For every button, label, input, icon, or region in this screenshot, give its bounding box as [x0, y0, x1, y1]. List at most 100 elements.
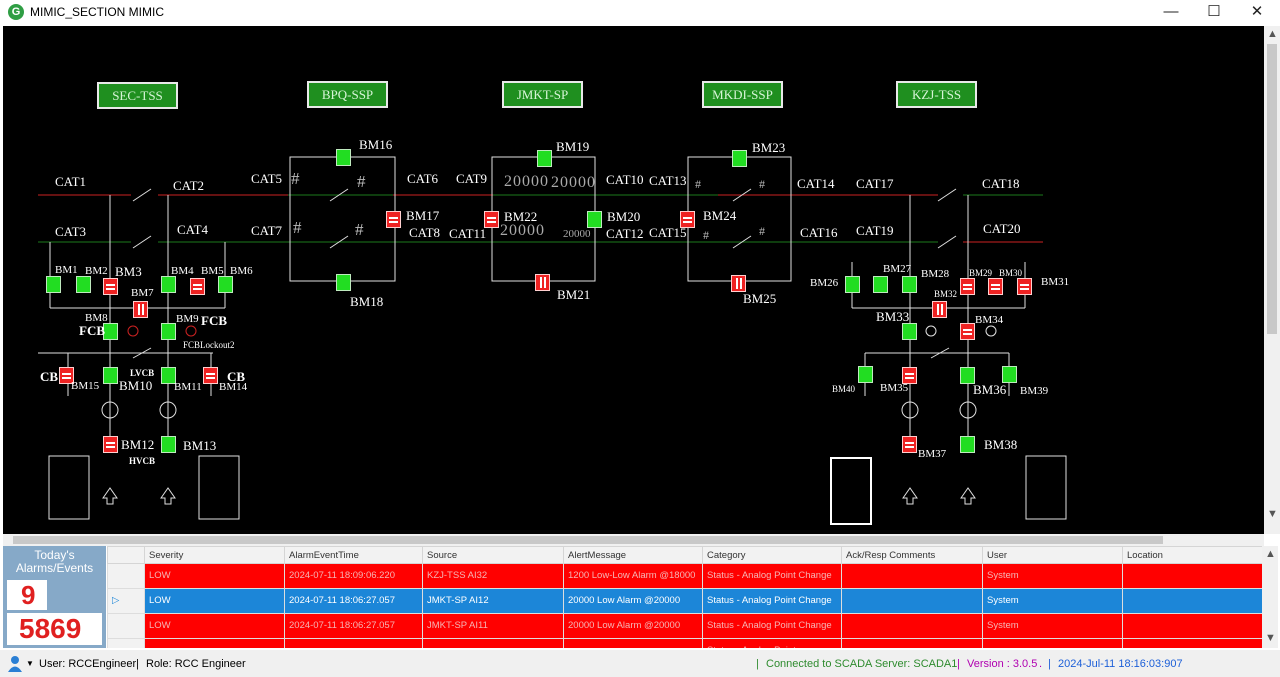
- column-header-ack[interactable]: Ack/Resp Comments: [841, 546, 983, 564]
- bm14-switch[interactable]: [203, 367, 218, 384]
- row-marker[interactable]: [107, 638, 145, 648]
- bm30-label: BM30: [999, 268, 1023, 278]
- location-cell: [1122, 638, 1262, 648]
- bm24-switch[interactable]: [680, 211, 695, 228]
- ack-cell[interactable]: [841, 638, 983, 648]
- alarm-count[interactable]: 9: [7, 580, 47, 610]
- bm19-switch[interactable]: [537, 150, 552, 167]
- bm34-switch[interactable]: [960, 323, 975, 340]
- column-header-source[interactable]: Source: [422, 546, 564, 564]
- user-cell: System: [982, 588, 1123, 614]
- column-header-user[interactable]: User: [982, 546, 1123, 564]
- bm8-switch[interactable]: [103, 323, 118, 340]
- column-header-time[interactable]: AlarmEventTime: [284, 546, 423, 564]
- substation-bpq-ssp[interactable]: BPQ-SSP: [307, 81, 388, 108]
- bm26-switch[interactable]: [845, 276, 860, 293]
- substation-kzj-tss[interactable]: KZJ-TSS: [896, 81, 977, 108]
- bm32-switch[interactable]: [932, 301, 947, 318]
- substation-sec-tss[interactable]: SEC-TSS: [97, 82, 178, 109]
- row-marker[interactable]: [107, 613, 145, 639]
- bm29-switch[interactable]: [960, 278, 975, 295]
- bm37-switch[interactable]: [902, 436, 917, 453]
- table-row[interactable]: ▷ LOW 2024-07-11 18:06:27.057 JMKT-SP AI…: [107, 588, 1262, 614]
- bm20-switch[interactable]: [587, 211, 602, 228]
- ack-cell[interactable]: [841, 563, 983, 589]
- bm1-switch[interactable]: [46, 276, 61, 293]
- bm23-switch[interactable]: [732, 150, 747, 167]
- row-marker[interactable]: ▷: [107, 588, 145, 614]
- bm33-switch[interactable]: [902, 323, 917, 340]
- scroll-up-icon[interactable]: ▲: [1265, 548, 1276, 560]
- bm31-switch[interactable]: [1017, 278, 1032, 295]
- bm21-switch[interactable]: [535, 274, 550, 291]
- bm12-switch[interactable]: [103, 436, 118, 453]
- cb-label: CB: [40, 369, 59, 384]
- ack-cell[interactable]: [841, 588, 983, 614]
- table-row[interactable]: LOW 2024-07-11 18:06:27.057 JMKT-SP AI11…: [107, 613, 1262, 639]
- horizontal-scrollbar[interactable]: [3, 534, 1264, 546]
- bm14-label: BM14: [219, 381, 248, 393]
- scroll-down-icon[interactable]: ▼: [1265, 632, 1276, 644]
- bm38-label: BM38: [984, 437, 1018, 452]
- event-count[interactable]: 5869: [7, 613, 102, 645]
- column-header-message[interactable]: AlertMessage: [563, 546, 703, 564]
- bm16-label: BM16: [359, 137, 393, 152]
- column-header-category[interactable]: Category: [702, 546, 842, 564]
- minimize-button[interactable]: —: [1163, 3, 1179, 20]
- mimic-diagram: SEC-TSS BPQ-SSP JMKT-SP MKDI-SSP KZJ-TSS…: [3, 26, 1264, 534]
- bm40-switch[interactable]: [858, 366, 873, 383]
- bm27-switch[interactable]: [873, 276, 888, 293]
- bm27-label: BM27: [883, 263, 912, 275]
- bm11-switch[interactable]: [161, 367, 176, 384]
- bm7-switch[interactable]: [133, 301, 148, 318]
- maximize-button[interactable]: ☐: [1207, 3, 1221, 20]
- grid-scrollbar[interactable]: ▲ ▼: [1262, 546, 1278, 648]
- cat20-label: CAT20: [983, 221, 1021, 236]
- bm3-switch[interactable]: [103, 278, 118, 295]
- bm38-switch[interactable]: [960, 436, 975, 453]
- ack-cell[interactable]: [841, 613, 983, 639]
- bm18-switch[interactable]: [336, 274, 351, 291]
- bm36-switch[interactable]: [960, 367, 975, 384]
- scroll-thumb[interactable]: [13, 536, 1163, 544]
- separator: |: [756, 658, 759, 670]
- scroll-down-icon[interactable]: ▼: [1267, 508, 1278, 520]
- message-cell: 20000 Low Alarm @20000: [563, 613, 703, 639]
- close-button[interactable]: ✕: [1250, 3, 1264, 20]
- column-header-location[interactable]: Location: [1122, 546, 1262, 564]
- alarm-summary-title: Today's: [34, 548, 75, 562]
- bm15-switch[interactable]: [59, 367, 74, 384]
- category-cell: Status - Analog Point Change: [702, 563, 842, 589]
- vertical-scrollbar[interactable]: ▲ ▼: [1264, 26, 1280, 534]
- row-marker[interactable]: [107, 563, 145, 589]
- severity-cell: LOW: [144, 588, 285, 614]
- bm30-switch[interactable]: [988, 278, 1003, 295]
- bm39-switch[interactable]: [1002, 366, 1017, 383]
- bm10-switch[interactable]: [103, 367, 118, 384]
- bm5-switch[interactable]: [190, 278, 205, 295]
- bm22-switch[interactable]: [484, 211, 499, 228]
- bm35-switch[interactable]: [902, 367, 917, 384]
- chevron-down-icon[interactable]: ▼: [26, 659, 34, 668]
- user-icon[interactable]: [7, 655, 23, 673]
- bm16-switch[interactable]: [336, 149, 351, 166]
- bm28-switch[interactable]: [902, 276, 917, 293]
- bm13-switch[interactable]: [161, 436, 176, 453]
- bm25-switch[interactable]: [731, 275, 746, 292]
- table-row[interactable]: LOW 2024-07-11 18:09:06.220 KZJ-TSS AI32…: [107, 563, 1262, 589]
- scroll-up-icon[interactable]: ▲: [1267, 28, 1278, 40]
- bm31-label: BM31: [1041, 276, 1070, 288]
- separator: |: [136, 658, 139, 670]
- bm4-switch[interactable]: [161, 276, 176, 293]
- bm19-label: BM19: [556, 139, 590, 154]
- scroll-thumb[interactable]: [1267, 44, 1277, 334]
- cat12-label: CAT12: [606, 226, 644, 241]
- substation-jmkt-sp[interactable]: JMKT-SP: [502, 81, 583, 108]
- bm6-switch[interactable]: [218, 276, 233, 293]
- bm9-switch[interactable]: [161, 323, 176, 340]
- table-row[interactable]: Status - Analog Point: [107, 638, 1262, 648]
- column-header-severity[interactable]: Severity: [144, 546, 285, 564]
- bm17-switch[interactable]: [386, 211, 401, 228]
- substation-mkdi-ssp[interactable]: MKDI-SSP: [702, 81, 783, 108]
- bm2-switch[interactable]: [76, 276, 91, 293]
